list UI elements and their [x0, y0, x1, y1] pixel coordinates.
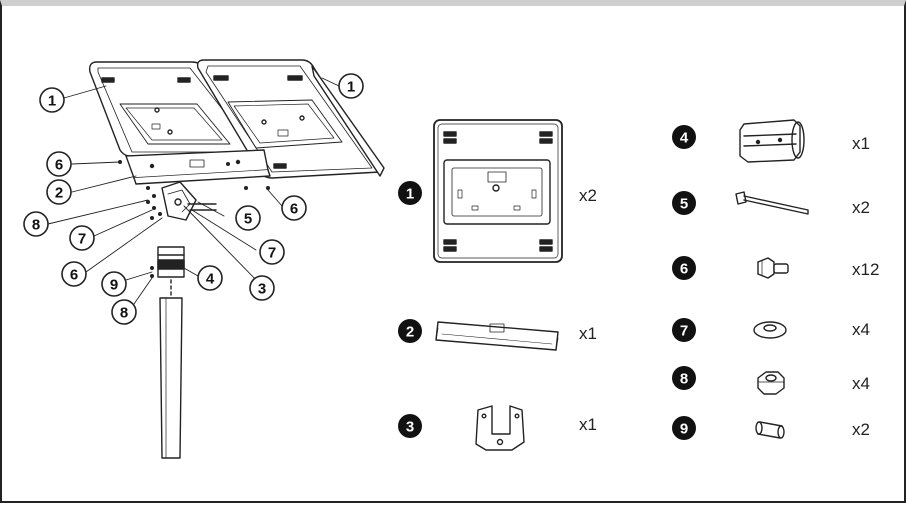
part-3-badge: 3	[406, 419, 414, 436]
part-4-quantity: x1	[852, 134, 870, 153]
callout-1-right: 1	[347, 79, 355, 96]
callout-6-left: 6	[70, 267, 78, 284]
part-1-quantity: x2	[579, 186, 597, 205]
callout-5: 5	[244, 211, 252, 228]
callout-3: 3	[258, 281, 266, 298]
right-panel-drawing	[196, 59, 385, 179]
part-9-badge: 9	[680, 421, 688, 438]
callout-8-top: 8	[32, 217, 40, 234]
part-7-badge: 7	[680, 323, 688, 340]
u-bracket-icon	[475, 405, 525, 451]
mounting-rail-icon	[435, 321, 559, 351]
callout-6-right: 6	[290, 201, 298, 218]
part-5-badge: 5	[680, 196, 688, 213]
clamp-drawing	[157, 246, 185, 278]
part-7-quantity: x4	[852, 320, 870, 339]
part-2-badge: 2	[406, 324, 414, 341]
callout-4: 4	[206, 271, 215, 288]
diagram-canvas: 1 1 6 2 8 7 6 9 8 5 6 7 3 4 1 2 3 4 5 6 …	[23, 59, 809, 459]
hex-nut-icon	[757, 371, 785, 395]
part-4-badge: 4	[680, 130, 689, 147]
callout-2: 2	[55, 185, 63, 202]
part-9-quantity: x2	[852, 420, 870, 439]
part-1-badge: 1	[406, 186, 414, 203]
part-8-badge: 8	[680, 371, 688, 388]
pole-clamp-icon	[739, 119, 805, 163]
part-5-quantity: x2	[852, 198, 870, 217]
callout-7-right: 7	[268, 245, 276, 262]
hex-bolt-icon	[757, 257, 789, 279]
callout-1-left: 1	[48, 93, 56, 110]
callout-7-left: 7	[78, 231, 86, 248]
left-panel-drawing	[88, 61, 265, 157]
callout-6-top: 6	[55, 157, 63, 174]
pole-drawing	[159, 279, 183, 459]
part-2-quantity: x1	[579, 324, 597, 343]
part-8-quantity: x4	[852, 374, 870, 393]
rail-drawing	[125, 149, 271, 185]
washer-icon	[753, 321, 787, 339]
solar-panel-icon	[433, 119, 563, 263]
spacer-icon	[755, 421, 785, 439]
bracket-drawing	[161, 181, 197, 221]
part-6-quantity: x12	[852, 260, 880, 279]
callout-8-bottom: 8	[120, 305, 128, 322]
long-bolt-icon	[735, 191, 809, 215]
callout-9: 9	[110, 277, 118, 294]
part-3-quantity: x1	[579, 415, 597, 434]
part-6-badge: 6	[680, 261, 688, 278]
